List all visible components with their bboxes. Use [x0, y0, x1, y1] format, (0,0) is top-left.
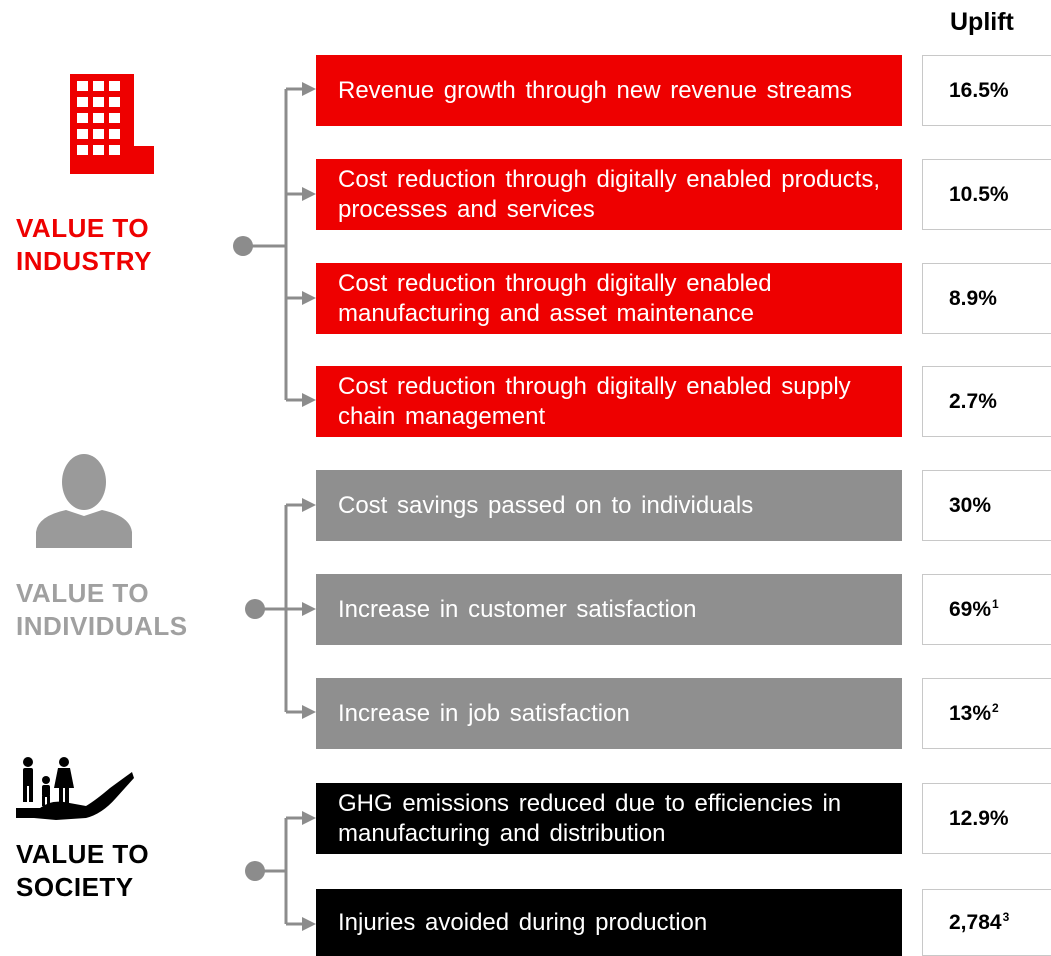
value-customer-satisfaction: 69%1 — [922, 574, 1051, 645]
group-label-society: VALUE TO SOCIETY — [16, 839, 150, 902]
person-icon — [36, 454, 132, 548]
bar-job-satisfaction: Increase in job satisfaction — [316, 678, 902, 749]
value-cost-reduction-supply-chain: 2.7% — [922, 366, 1051, 437]
footnote-marker: 3 — [1002, 909, 1010, 924]
value-job-satisfaction: 13%2 — [922, 678, 1051, 749]
bar-cost-reduction-supply-chain: Cost reduction through digitally enabled… — [316, 366, 902, 437]
bar-cost-reduction-products: Cost reduction through digitally enabled… — [316, 159, 902, 230]
bar-ghg-emissions: GHG emissions reduced due to efficiencie… — [316, 783, 902, 854]
bar-customer-satisfaction: Increase in customer satisfaction — [316, 574, 902, 645]
bar-cost-savings: Cost savings passed on to individuals — [316, 470, 902, 541]
bar-injuries-avoided: Injuries avoided during production — [316, 889, 902, 956]
value-revenue-growth: 16.5% — [922, 55, 1051, 126]
group-label-individuals: VALUE TO INDIVIDUALS — [16, 578, 188, 641]
uplift-header: Uplift — [950, 8, 1014, 36]
bar-cost-reduction-manufacturing: Cost reduction through digitally enabled… — [316, 263, 902, 334]
building-icon — [70, 74, 154, 174]
value-cost-reduction-products: 10.5% — [922, 159, 1051, 230]
family-hand-icon — [16, 757, 134, 820]
footnote-marker: 1 — [992, 596, 999, 611]
bar-revenue-growth: Revenue growth through new revenue strea… — [316, 55, 902, 126]
value-cost-savings: 30% — [922, 470, 1051, 541]
value-cost-reduction-manufacturing: 8.9% — [922, 263, 1051, 334]
footnote-marker: 2 — [992, 700, 999, 715]
group-label-industry: VALUE TO INDUSTRY — [16, 213, 152, 276]
value-ghg-emissions: 12.9% — [922, 783, 1051, 854]
